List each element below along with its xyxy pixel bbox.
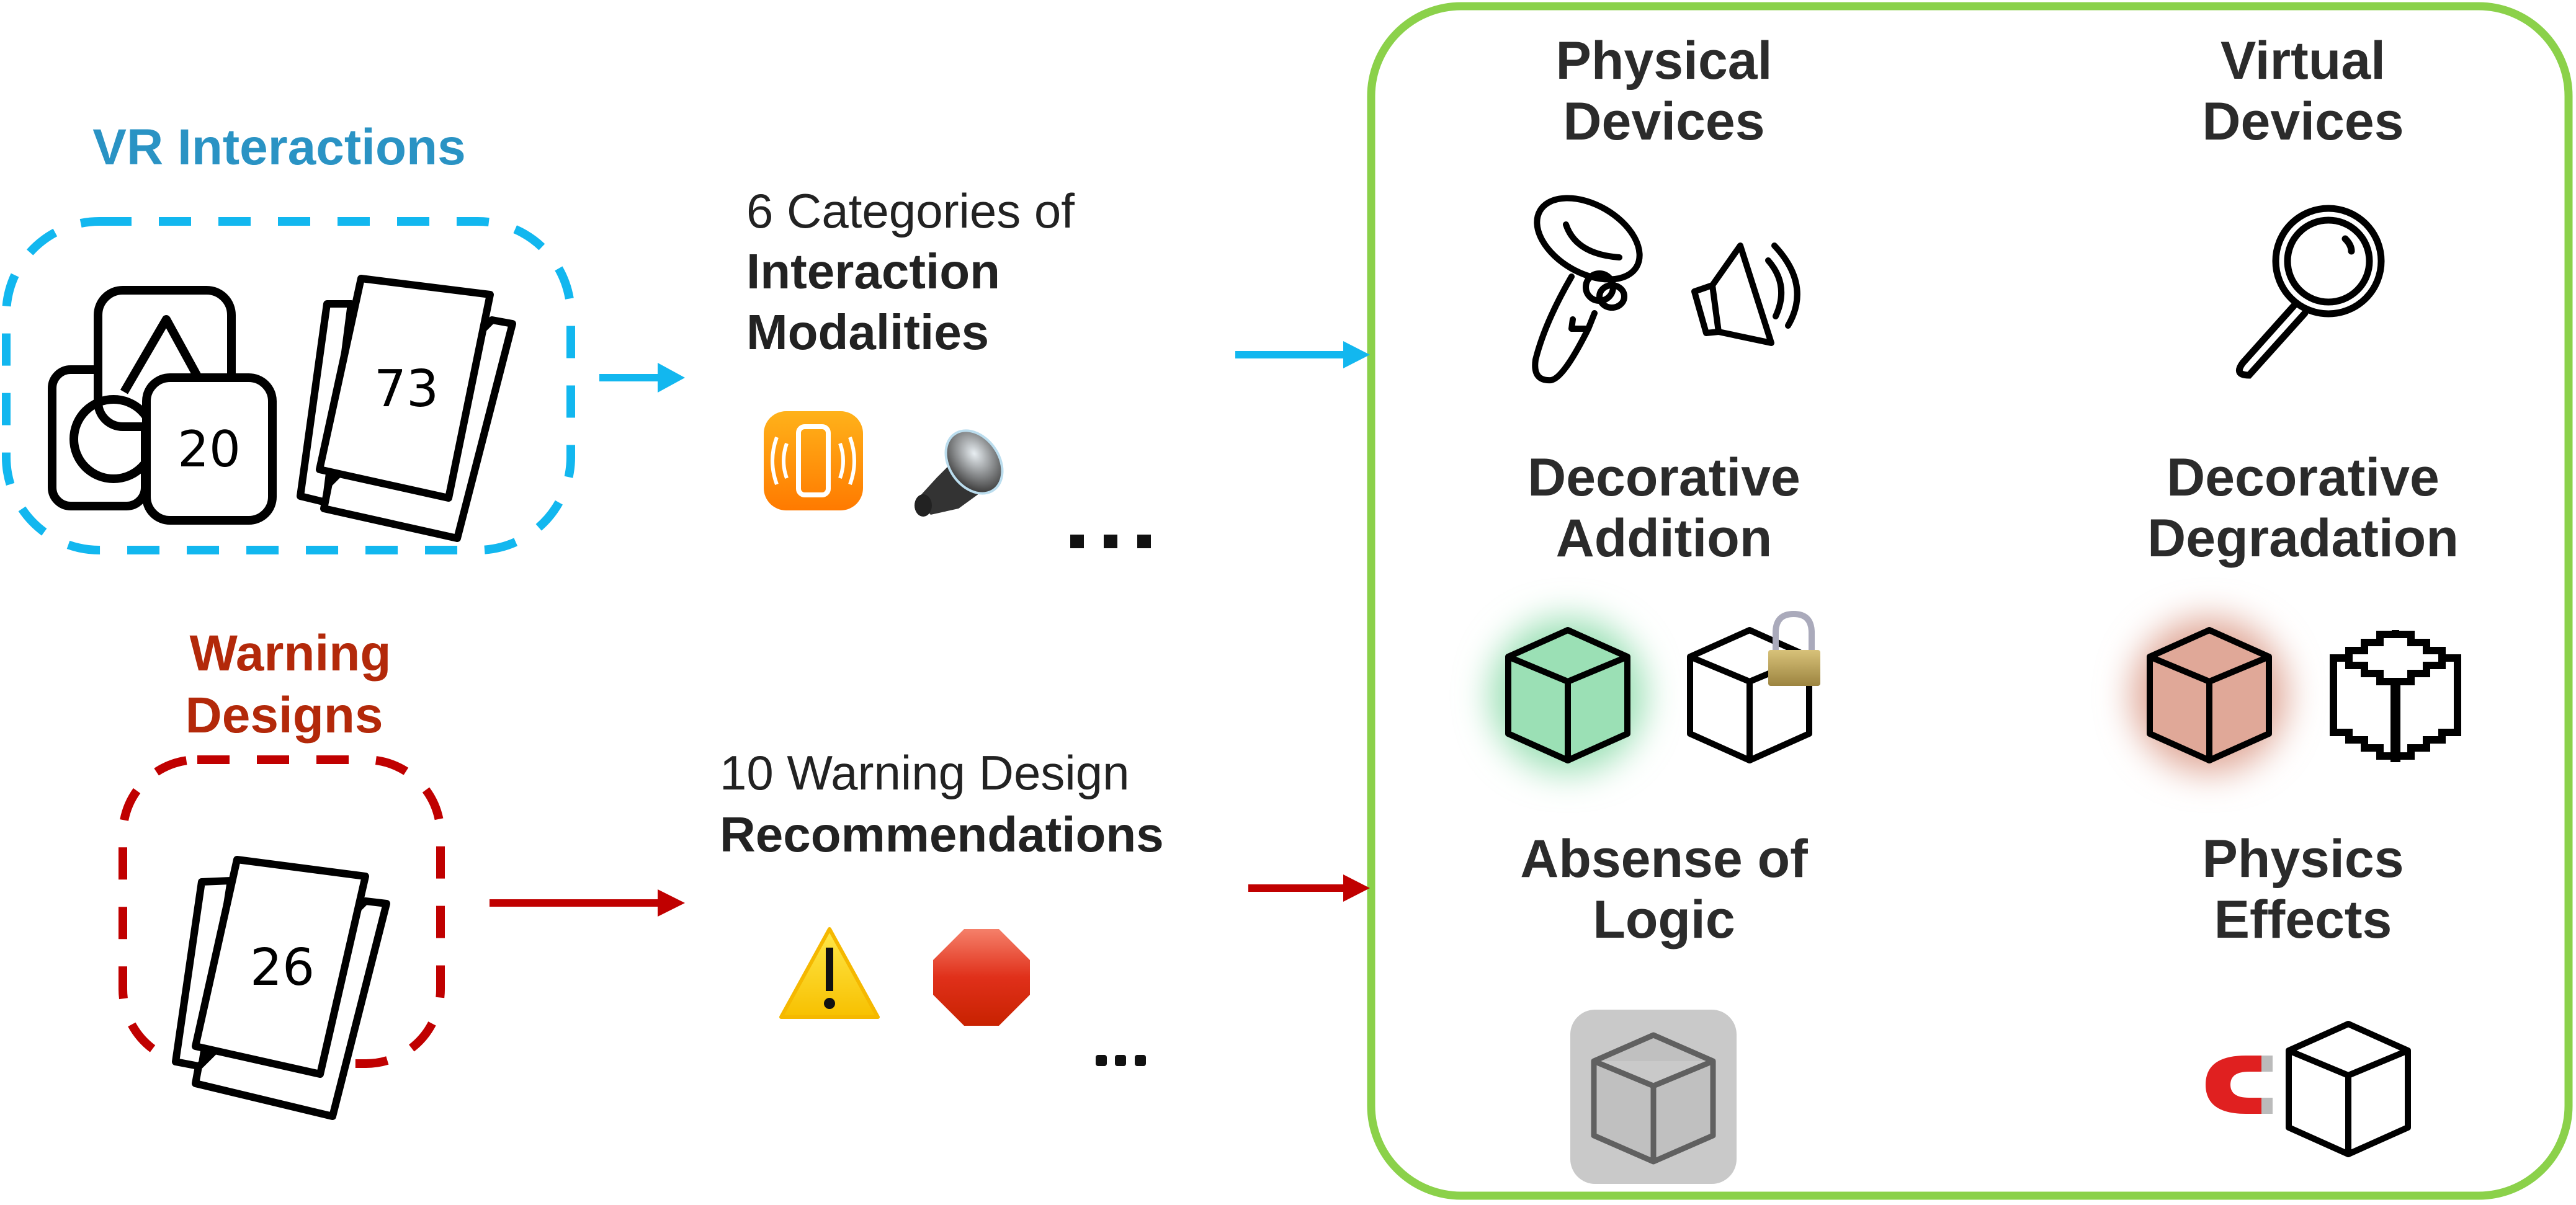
cube-icon bbox=[2286, 1021, 2411, 1157]
vr-interactions-box bbox=[2, 217, 575, 554]
ellipsis-dots bbox=[1096, 1055, 1146, 1066]
modalities-line1: 6 Categories of bbox=[746, 184, 1075, 238]
speaker-icon bbox=[915, 429, 1004, 517]
speaker-outline-icon bbox=[1691, 242, 1800, 346]
warning-sign-icon bbox=[779, 927, 880, 1019]
modalities-line2: Interaction bbox=[746, 244, 1000, 299]
category-virtual-devices-line1: Virtual bbox=[2220, 31, 2386, 91]
padlock-icon bbox=[1768, 610, 1820, 686]
category-physical-devices-line1: Physical bbox=[1555, 31, 1773, 91]
warning-designs-title-line1: Warning bbox=[189, 625, 391, 682]
papers-icon: 73 bbox=[297, 275, 516, 542]
cube-icon bbox=[1687, 627, 1812, 763]
phone-vibration-icon bbox=[764, 411, 863, 510]
papers-count-warning: 26 bbox=[250, 938, 315, 997]
papers-count-vr: 73 bbox=[374, 360, 439, 419]
category-absence-of-logic-line2: Logic bbox=[1593, 890, 1735, 949]
apps-count: 20 bbox=[177, 420, 241, 478]
stop-sign-icon bbox=[933, 929, 1030, 1026]
recommendations-line1: 10 Warning Design bbox=[720, 745, 1130, 800]
category-virtual-devices-line2: Devices bbox=[2202, 92, 2404, 151]
categories-panel bbox=[1367, 2, 2573, 1200]
arrow-vr-to-modalities bbox=[599, 363, 685, 393]
category-physics-effects-line1: Physics bbox=[2202, 829, 2404, 889]
vr-controller-icon bbox=[1532, 195, 1643, 384]
category-decorative-degradation-line2: Degradation bbox=[2147, 509, 2459, 568]
red-cube-icon bbox=[2147, 627, 2272, 763]
ellipsis-dots bbox=[1070, 535, 1151, 548]
category-physics-effects-line2: Effects bbox=[2214, 890, 2392, 949]
vr-interactions-title: VR Interactions bbox=[92, 119, 466, 176]
apps-icon: 20 bbox=[48, 286, 277, 525]
papers-icon: 26 bbox=[172, 856, 390, 1120]
arrow-recommendations-to-panel bbox=[1248, 874, 1370, 902]
modalities-line3: Modalities bbox=[746, 305, 990, 360]
category-decorative-addition-line1: Decorative bbox=[1527, 448, 1800, 507]
warning-designs-title-line2: Designs bbox=[185, 687, 383, 744]
arrow-modalities-to-panel bbox=[1235, 341, 1370, 368]
category-decorative-addition-line2: Addition bbox=[1555, 509, 1773, 568]
category-absence-of-logic-line1: Absense of bbox=[1520, 829, 1808, 889]
category-decorative-degradation-line1: Decorative bbox=[2167, 448, 2440, 507]
warning-designs-box bbox=[119, 755, 445, 1068]
pixelated-cube-icon bbox=[2330, 630, 2461, 762]
gray-cube-icon bbox=[1591, 1032, 1716, 1165]
magnet-icon bbox=[2206, 1056, 2273, 1114]
arrow-warning-to-recommendations bbox=[490, 889, 685, 917]
recommendations-line2: Recommendations bbox=[720, 807, 1164, 862]
category-physical-devices-line2: Devices bbox=[1563, 92, 1765, 151]
magnifying-glass-icon bbox=[2235, 205, 2385, 379]
green-cube-icon bbox=[1505, 627, 1630, 763]
